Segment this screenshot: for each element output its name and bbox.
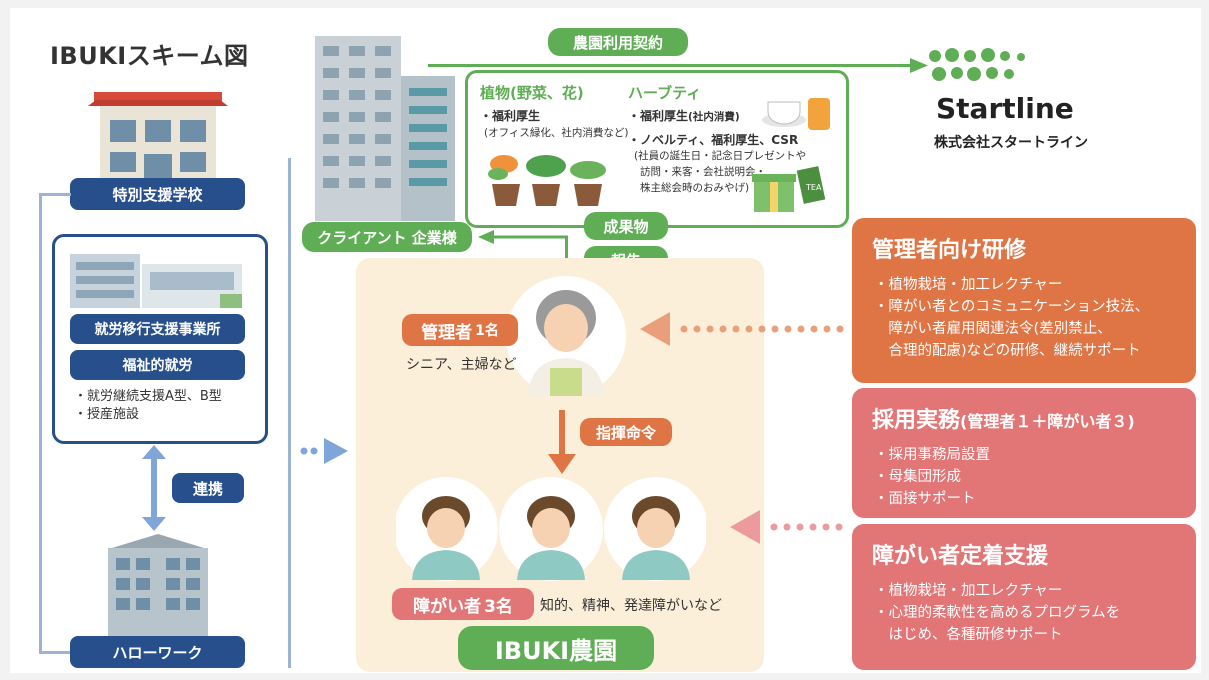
recruitment-panel: 採用実務(管理者１＋障がい者３) ・採用事務局設置 ・母集団形成 ・面接サポート [852, 388, 1196, 518]
retention-item: ・植物栽培・加工レクチャー [874, 583, 1063, 599]
bracket-line [39, 193, 42, 654]
retention-item: ・心理的柔軟性を高めるプログラムを [874, 605, 1121, 621]
bracket-bottom [39, 651, 71, 654]
contract-arrow-icon [428, 58, 928, 73]
manager-label-text: 管理者 [421, 322, 473, 343]
client-label: クライアント 企業様 [302, 222, 472, 252]
herb-line-1: ・福利厚生(社内消費) [628, 108, 740, 125]
manager-training-title: 管理者向け研修 [872, 238, 1027, 263]
office-building-icon [70, 254, 242, 308]
client-building-icon [315, 36, 455, 221]
herb-note-3: 株主総会時のおみやげ) [640, 182, 750, 194]
retention-panel: 障がい者定着支援 ・植物栽培・加工レクチャー ・心理的柔軟性を高めるプログラムを… [852, 524, 1196, 670]
recruitment-title-text: 採用実務 [872, 408, 961, 433]
herb-line-1-text: ・福利厚生 [628, 109, 689, 123]
workers-avatars-icon [396, 477, 706, 581]
plants-line-2: (オフィス緑化、社内消費など) [484, 127, 629, 139]
farm-name: IBUKI農園 [458, 626, 654, 670]
herb-title: ハーブティ [628, 84, 702, 102]
manager-desc: シニア、主婦など [406, 357, 517, 373]
cooperation-double-arrow [142, 445, 166, 531]
disabled-label-text: 障がい者 [413, 596, 482, 617]
command-label: 指揮命令 [580, 418, 672, 446]
plants-line-1: ・福利厚生 [480, 109, 541, 123]
startline-company: 株式会社スタートライン [934, 135, 1088, 151]
retention-title: 障がい者定着支援 [872, 544, 1049, 569]
retention-item: はじめ、各種研修サポート [874, 627, 1063, 643]
recruitment-title: 採用実務(管理者１＋障がい者３) [872, 402, 1135, 434]
welfare-item-2: ・授産施設 [74, 407, 140, 422]
startline-name: Startline [936, 92, 1074, 125]
page-title: IBUKIスキーム図 [50, 42, 249, 70]
recruitment-item: ・採用事務局設置 [874, 447, 990, 463]
cooperation-label: 連携 [172, 473, 244, 503]
tea-package-label: TEA [805, 183, 822, 192]
manager-training-item: ・障がい者とのコミュニケーション技法、 [874, 299, 1150, 315]
startline-logo-dots-icon [929, 48, 1025, 81]
special-school-label: 特別支援学校 [70, 178, 245, 210]
bracket-top [39, 193, 71, 196]
potted-plants-icon [488, 155, 606, 206]
herb-line-1-note: (社内消費) [688, 111, 740, 123]
manager-training-item: ・植物栽培・加工レクチャー [874, 277, 1063, 293]
recruitment-title-note: (管理者１＋障がい者３) [960, 412, 1135, 431]
hellowork-label: ハローワーク [70, 636, 245, 668]
support-dotted-arrow-icon [730, 510, 843, 544]
school-building-icon [88, 92, 228, 190]
contract-label: 農園利用契約 [548, 28, 688, 56]
recruitment-item: ・母集団形成 [874, 469, 961, 485]
result-label: 成果物 [584, 212, 668, 240]
transition-office-label: 就労移行支援事業所 [70, 314, 245, 344]
tea-cup-icon [762, 98, 830, 130]
recruitment-item: ・面接サポート [874, 491, 976, 507]
left-divider [288, 158, 291, 668]
disabled-desc: 知的、精神、発達障がいなど [540, 598, 722, 614]
manager-count: 1名 [475, 323, 499, 339]
command-arrow-icon [548, 410, 576, 474]
herb-line-2: ・ノベルティ、福利厚生、CSR [628, 133, 799, 147]
welfare-item-1: ・就労継続支援A型、B型 [74, 389, 222, 404]
flow-arrow-to-farm-icon [300, 438, 348, 464]
manager-avatar-icon [506, 276, 626, 396]
hellowork-building-icon [108, 534, 208, 644]
gift-box-icon: TEA [752, 166, 826, 212]
manager-training-item: 合理的配慮)などの研修、継続サポート [874, 343, 1141, 359]
plants-title: 植物(野菜、花) [480, 84, 584, 102]
training-dotted-arrow-icon [640, 312, 844, 346]
manager-training-panel: 管理者向け研修 ・植物栽培・加工レクチャー ・障がい者とのコミュニケーション技法… [852, 218, 1196, 383]
herb-note-2: 訪問・来客・会社説明会・ [640, 166, 766, 178]
disabled-count: 3名 [484, 596, 513, 617]
manager-training-item: 障がい者雇用関連法令(差別禁止、 [874, 321, 1112, 337]
herb-note-1: (社員の誕生日・記念日プレゼントや [634, 150, 807, 162]
diagram-canvas: IBUKIスキーム図 特別支援学校 就労移行支援事業所 福祉的就労 ・就労継続支… [10, 8, 1201, 673]
welfare-label: 福祉的就労 [70, 350, 245, 380]
